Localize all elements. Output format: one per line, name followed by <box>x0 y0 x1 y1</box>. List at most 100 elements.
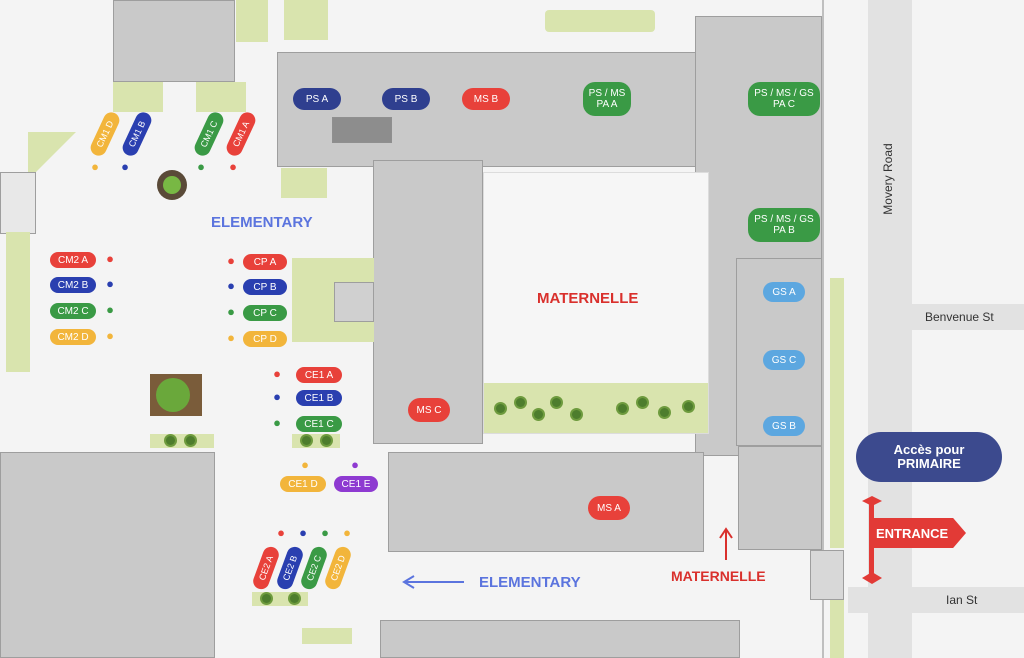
hedge-ce2 <box>252 592 308 606</box>
tree <box>638 398 647 407</box>
room-ms-c[interactable]: MS C <box>408 398 450 422</box>
class-ce1-b[interactable]: CE1 B <box>296 390 342 406</box>
class-cm1-b[interactable]: CM1 B <box>120 109 154 159</box>
bird-icon: ● <box>106 251 114 266</box>
entrance-post-top <box>862 496 882 506</box>
room-gs-a[interactable]: GS A <box>763 282 805 302</box>
room-ps-ms-gs-pa-b-line1: PS / MS / GS <box>754 214 814 225</box>
ian-street <box>848 587 1024 613</box>
hedge-bottom-ce1 <box>150 434 214 448</box>
tree <box>516 398 525 407</box>
hedge-ce1 <box>292 434 340 448</box>
room-ps-ms-gs-pa-b[interactable]: PS / MS / GS PA B <box>748 208 820 242</box>
dark-stairs <box>332 117 392 143</box>
class-cp-c[interactable]: CP C <box>243 305 287 321</box>
class-cm2-a[interactable]: CM2 A <box>50 252 96 268</box>
room-gs-b[interactable]: GS B <box>763 416 805 436</box>
class-cm1-a[interactable]: CM1 A <box>224 109 258 159</box>
room-ps-ms-pa-a[interactable]: PS / MS PA A <box>583 82 631 116</box>
benvenue-street <box>912 304 1024 330</box>
kangaroo-icon: ● <box>227 304 235 319</box>
primary-access-line2: PRIMAIRE <box>897 456 961 471</box>
maternelle-zone-label: MATERNELLE <box>537 290 639 307</box>
entrance-post-bottom <box>862 572 882 584</box>
building-left-edge <box>0 172 36 234</box>
class-ce2-b[interactable]: CE2 B <box>274 544 306 592</box>
tree <box>534 410 543 419</box>
class-ce1-d[interactable]: CE1 D <box>280 476 326 492</box>
maternelle-arrow-icon <box>719 527 733 560</box>
bird-icon: ● <box>106 276 114 291</box>
class-ce1-e[interactable]: CE1 E <box>334 476 378 492</box>
class-cm2-b[interactable]: CM2 B <box>50 277 96 293</box>
building-top-left <box>113 0 235 82</box>
kangaroo-icon: ● <box>227 253 235 268</box>
room-ps-b[interactable]: PS B <box>382 88 430 110</box>
grass-strip-left <box>113 82 163 112</box>
class-cm2-d[interactable]: CM2 D <box>50 329 96 345</box>
hedge-bottom-right <box>830 600 844 658</box>
class-cm1-d[interactable]: CM1 D <box>88 109 122 159</box>
class-ce1-c[interactable]: CE1 C <box>296 416 342 432</box>
gate-booth <box>810 550 844 600</box>
primary-access-line1: Accès pour <box>893 441 965 457</box>
wombat-icon: ● <box>351 457 359 472</box>
koala-icon: ● <box>277 525 285 540</box>
class-cp-d[interactable]: CP D <box>243 331 287 347</box>
elementary-zone-label: ELEMENTARY <box>211 214 313 231</box>
room-ps-ms-gs-pa-c-line2: PA C <box>772 99 796 110</box>
class-ce2-c[interactable]: CE2 C <box>298 544 330 592</box>
room-gs-c[interactable]: GS C <box>763 350 805 370</box>
platypus-icon: ● <box>91 159 99 174</box>
wombat-icon: ● <box>301 457 309 472</box>
bird-icon: ● <box>106 328 114 343</box>
fence-line <box>822 0 824 658</box>
room-ps-ms-gs-pa-b-line2: PA B <box>773 225 795 236</box>
benvenue-street-label: Benvenue St <box>925 310 994 324</box>
entrance-label: ENTRANCE <box>876 525 949 541</box>
room-ms-b[interactable]: MS B <box>462 88 510 110</box>
koala-icon: ● <box>321 525 329 540</box>
tree <box>186 436 195 445</box>
grass-small-center <box>281 168 327 198</box>
movery-road-label: Movery Road <box>881 143 895 215</box>
grass-left-strip <box>6 232 30 372</box>
tree <box>552 398 561 407</box>
class-cp-a[interactable]: CP A <box>243 254 287 270</box>
garden-bush <box>156 378 190 412</box>
bird-icon: ● <box>106 302 114 317</box>
class-ce2-a[interactable]: CE2 A <box>250 544 282 592</box>
entrance-post <box>869 500 874 580</box>
class-cm1-c[interactable]: CM1 C <box>192 109 226 159</box>
round-planter-bush <box>163 176 181 194</box>
tree <box>496 404 505 413</box>
building-lower-middle <box>388 452 704 552</box>
room-ms-a[interactable]: MS A <box>588 496 630 520</box>
elementary-direction-label: ELEMENTARY <box>479 574 581 591</box>
tree <box>572 410 581 419</box>
room-ps-ms-pa-a-line2: PA A <box>596 99 618 110</box>
grass-top-center <box>545 10 655 32</box>
wombat-icon: ● <box>273 389 281 404</box>
kangaroo-icon: ● <box>227 330 235 345</box>
room-ps-ms-gs-pa-c[interactable]: PS / MS / GS PA C <box>748 82 820 116</box>
elementary-arrow-icon <box>402 575 464 589</box>
primary-access-button[interactable]: Accès pour PRIMAIRE <box>856 432 1002 482</box>
class-cm2-c[interactable]: CM2 C <box>50 303 96 319</box>
class-ce2-d[interactable]: CE2 D <box>322 544 354 592</box>
entrance-sign[interactable]: ENTRANCE <box>874 518 966 548</box>
platypus-icon: ● <box>197 159 205 174</box>
class-cp-b[interactable]: CP B <box>243 279 287 295</box>
ian-street-label: Ian St <box>946 593 978 607</box>
building-lower-right <box>738 446 822 550</box>
tree <box>262 594 271 603</box>
tree <box>618 404 627 413</box>
room-ps-a[interactable]: PS A <box>293 88 341 110</box>
kangaroo-icon: ● <box>227 278 235 293</box>
courtyard-garden <box>484 383 708 433</box>
building-bottom-center <box>380 620 740 658</box>
room-ps-ms-pa-a-line1: PS / MS <box>588 88 626 99</box>
maternelle-direction-label: MATERNELLE <box>671 568 766 584</box>
class-ce1-a[interactable]: CE1 A <box>296 367 342 383</box>
